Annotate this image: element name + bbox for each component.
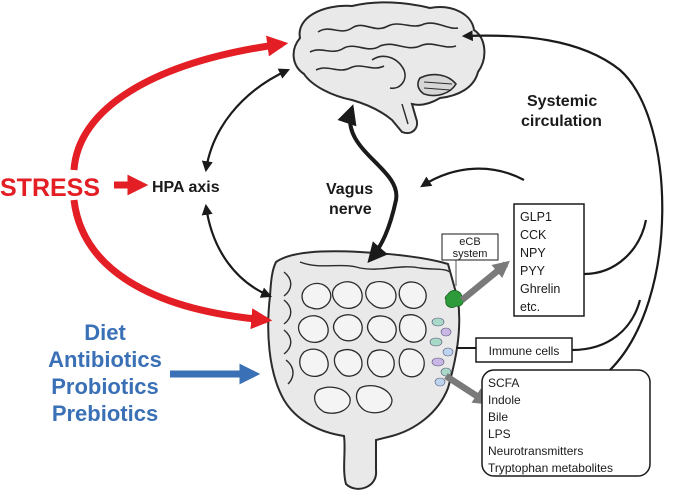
metabolite-item: Indole	[488, 393, 521, 407]
metabolite-item: SCFA	[488, 376, 519, 390]
metabolites-list: SCFA Indole Bile LPS Neurotransmitters T…	[488, 376, 613, 475]
stress-to-brain-arrow	[70, 35, 289, 171]
intestine-illustration	[267, 250, 461, 490]
metabolite-item: Neurotransmitters	[488, 444, 583, 458]
hormones-list: GLP1 CCK NPY PYY Ghrelin etc.	[520, 210, 560, 314]
hormones-box	[513, 203, 585, 317]
hormone-item: NPY	[520, 246, 546, 260]
immune-to-circulation-line	[571, 299, 642, 352]
factor-item: Probiotics	[51, 374, 159, 399]
vagus-label-line2: nerve	[329, 201, 372, 218]
factor-item: Antibiotics	[48, 347, 162, 372]
immune-cells-label: Immune cells	[489, 344, 560, 358]
systemic-label-line2: circulation	[521, 113, 602, 130]
immune-cells-box	[475, 337, 573, 363]
metabolite-item: LPS	[488, 427, 511, 441]
systemic-circulation-arrow	[461, 30, 664, 371]
factor-item: Diet	[84, 320, 126, 345]
brain-illustration	[292, 1, 486, 134]
metabolite-item: Tryptophan metabolites	[488, 461, 613, 475]
hormone-item: GLP1	[520, 210, 552, 224]
gut-to-metabolites-arrow	[444, 373, 491, 405]
ecb-label-line2: system	[453, 248, 488, 260]
external-factors-list: Diet Antibiotics Probiotics Prebiotics	[48, 320, 162, 426]
vagus-label-line1: Vagus	[326, 181, 373, 198]
gut-to-hormones-arrow	[459, 260, 510, 303]
brain-hpa-arrow	[201, 68, 290, 173]
vagus-nerve-arrow	[337, 104, 399, 264]
hormones-to-circulation-line	[583, 219, 648, 276]
hpa-gut-arrow	[201, 203, 273, 298]
ecb-cell-icon	[444, 258, 464, 308]
stress-label: STRESS	[0, 174, 100, 202]
hormone-item: PYY	[520, 264, 546, 278]
hormone-item: CCK	[520, 228, 547, 242]
ecb-label-line1: eCB	[459, 236, 480, 248]
hpa-axis-label: HPA axis	[152, 179, 220, 196]
systemic-label-line1: Systemic	[527, 93, 597, 110]
metabolite-item: Bile	[488, 410, 508, 424]
metabolites-box	[481, 369, 651, 477]
ecb-system-box	[441, 233, 499, 261]
stress-to-gut-arrow	[70, 199, 273, 330]
hormone-item: Ghrelin	[520, 282, 560, 296]
hormones-to-brain-arrow	[420, 167, 525, 188]
factor-item: Prebiotics	[52, 401, 158, 426]
hormone-item: etc.	[520, 300, 540, 314]
